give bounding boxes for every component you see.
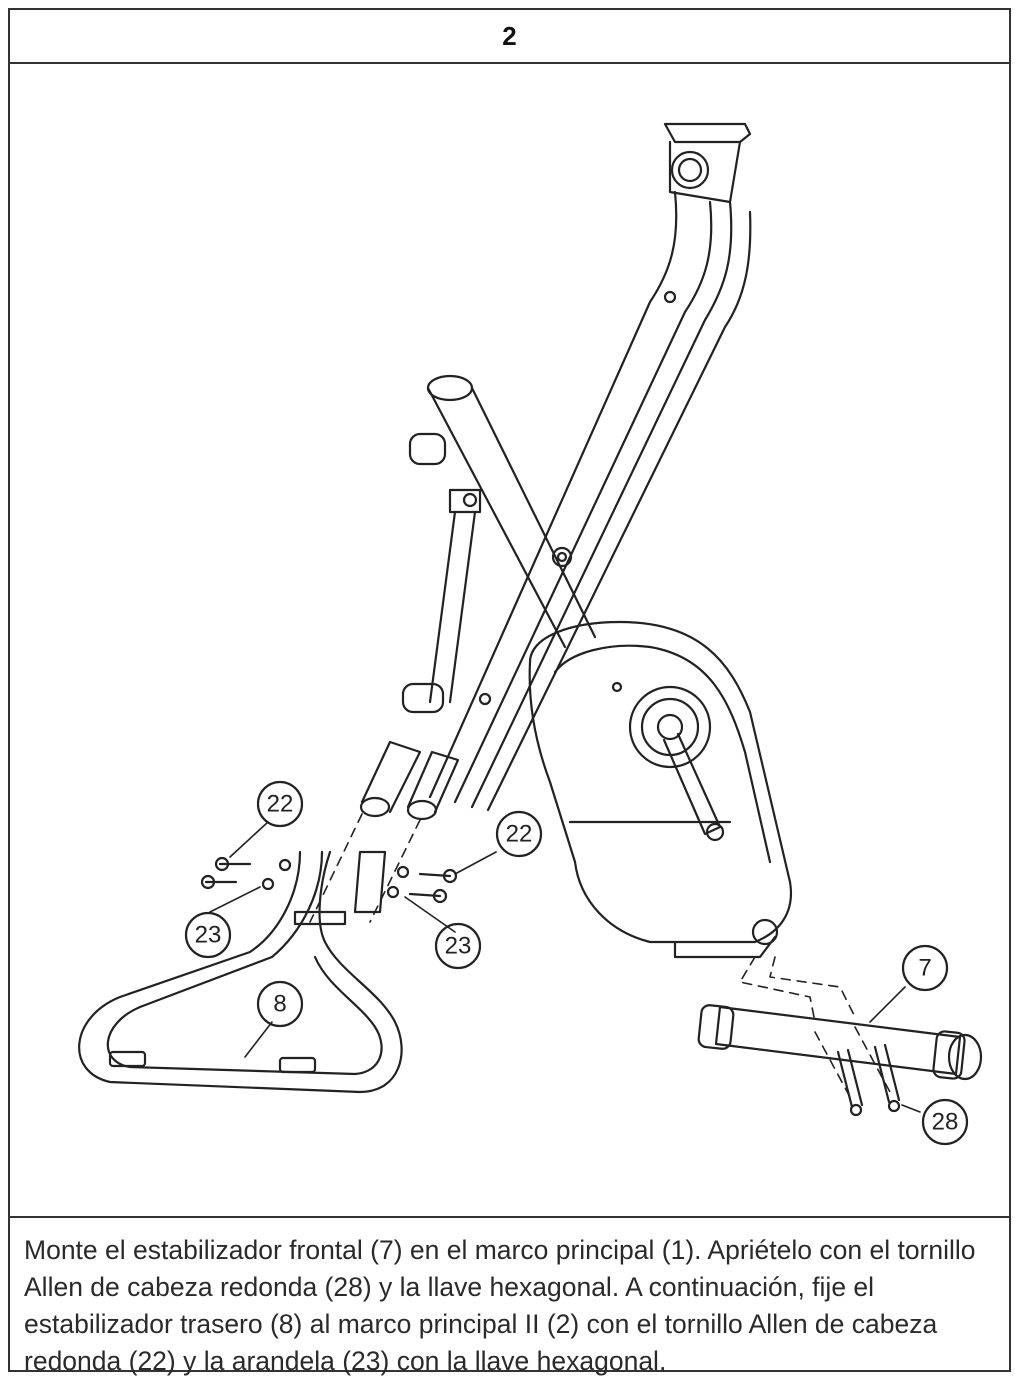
callout-circle-8 xyxy=(256,980,304,1028)
callout-circle-7 xyxy=(901,944,949,992)
callout-circle-23-right xyxy=(434,922,482,970)
rear-stabilizer xyxy=(78,850,403,1094)
main-frame-tube xyxy=(428,190,752,812)
instruction-panel: 2 xyxy=(8,8,1011,1376)
assembly-guide-lines xyxy=(309,813,891,1098)
bolts-28 xyxy=(836,1043,901,1117)
flywheel-housing xyxy=(528,620,793,959)
callout-label-22-right: 22 xyxy=(506,821,533,848)
cross-tube xyxy=(408,374,597,649)
step-number: 2 xyxy=(10,10,1009,64)
left-fasteners xyxy=(200,856,292,891)
callout-label-8: 8 xyxy=(273,991,286,1018)
assembly-illustration: 22 23 22 23 8 7 28 xyxy=(10,62,1009,1214)
callout-circle-22-right xyxy=(495,810,543,858)
callout-leaders xyxy=(209,821,921,1113)
callout-circle-22-left xyxy=(256,780,304,828)
lower-tubes xyxy=(359,682,492,821)
callout-label-7: 7 xyxy=(918,955,931,982)
callout-label-23-right: 23 xyxy=(445,933,472,960)
callout-circle-23-left xyxy=(184,911,232,959)
callout-circle-28 xyxy=(921,1098,969,1146)
instructions-text: Monte el estabilizador frontal (7) en el… xyxy=(10,1216,1009,1376)
callout-label-28: 28 xyxy=(932,1109,959,1136)
right-fasteners xyxy=(386,865,458,904)
seat-bracket xyxy=(663,122,752,204)
folding-strut xyxy=(428,488,482,704)
callout-label-23-left: 23 xyxy=(195,922,222,949)
front-stabilizer xyxy=(697,1004,983,1081)
exercise-bike-diagram: 22 23 22 23 8 7 28 xyxy=(78,122,983,1146)
callout-label-22-left: 22 xyxy=(267,791,294,818)
